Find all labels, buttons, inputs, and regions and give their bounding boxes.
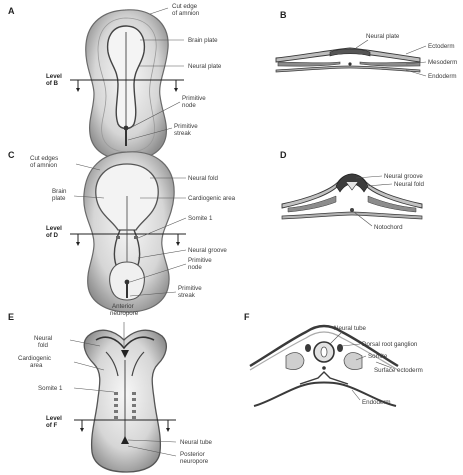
panel-c-label-neural-groove: Neural groove	[188, 247, 227, 254]
panel-d-label-notochord: Notochord	[374, 224, 403, 231]
panel-b-label-ectoderm: Ectoderm	[428, 43, 454, 50]
panel-d-letter: D	[280, 150, 287, 160]
panel-c-primitive-node	[125, 280, 130, 285]
panel-f-letter: F	[244, 312, 250, 322]
panel-b-label-neural-plate: Neural plate	[366, 33, 400, 40]
panel-f-label-somite: Somite	[368, 353, 388, 360]
panel-c-label-cardiogenic-area: Cardiogenic area	[188, 195, 236, 202]
panel-d: D Neural groove Neural fold Notochord	[280, 150, 424, 231]
panel-f-label-neural-tube: Neural tube	[334, 325, 367, 332]
panel-b-neural-plate	[330, 49, 370, 56]
panel-d-label-neural-fold: Neural fold	[394, 181, 424, 188]
panel-b-mesoderm	[360, 62, 420, 66]
panel-c-somite	[116, 236, 120, 239]
panel-d-notochord	[350, 208, 354, 212]
panel-f-label-endoderm: Endoderm	[362, 399, 391, 406]
panel-f: F Neural tube Dorsal root ganglion Somit…	[244, 312, 423, 406]
panel-b-letter: B	[280, 10, 287, 20]
panel-a-primitive-node	[124, 126, 129, 131]
panel-d-neural-groove	[346, 182, 358, 190]
panel-b: B Neural plate Ectoderm Mesoderm Endoder…	[276, 10, 457, 80]
panel-a-letter: A	[8, 6, 15, 16]
panel-e-label-somite: Somite 1	[38, 385, 63, 392]
panel-c-label-neural-fold: Neural fold	[188, 175, 218, 182]
panel-c-label-somite: Somite 1	[188, 215, 213, 222]
panel-a-label-brain-plate: Brain plate	[188, 37, 218, 44]
panel-a-label-neural-plate: Neural plate	[188, 63, 222, 70]
panel-f-label-dorsal-root-ganglion: Dorsal root ganglion	[362, 341, 418, 348]
panel-f-dorsal-root-ganglion	[305, 344, 311, 352]
panel-b-label-mesoderm: Mesoderm	[428, 59, 457, 66]
panel-c-letter: C	[8, 150, 15, 160]
panel-b-label-endoderm: Endoderm	[428, 73, 457, 80]
panel-b-endoderm	[276, 66, 420, 72]
panel-e-label-neural-tube: Neural tube	[180, 439, 213, 446]
panel-e-letter: E	[8, 312, 14, 322]
panel-d-label-neural-groove: Neural groove	[384, 173, 423, 180]
panel-f-label-surface-ectoderm: Surface ectoderm	[374, 367, 423, 374]
panel-f-somite	[286, 353, 304, 370]
